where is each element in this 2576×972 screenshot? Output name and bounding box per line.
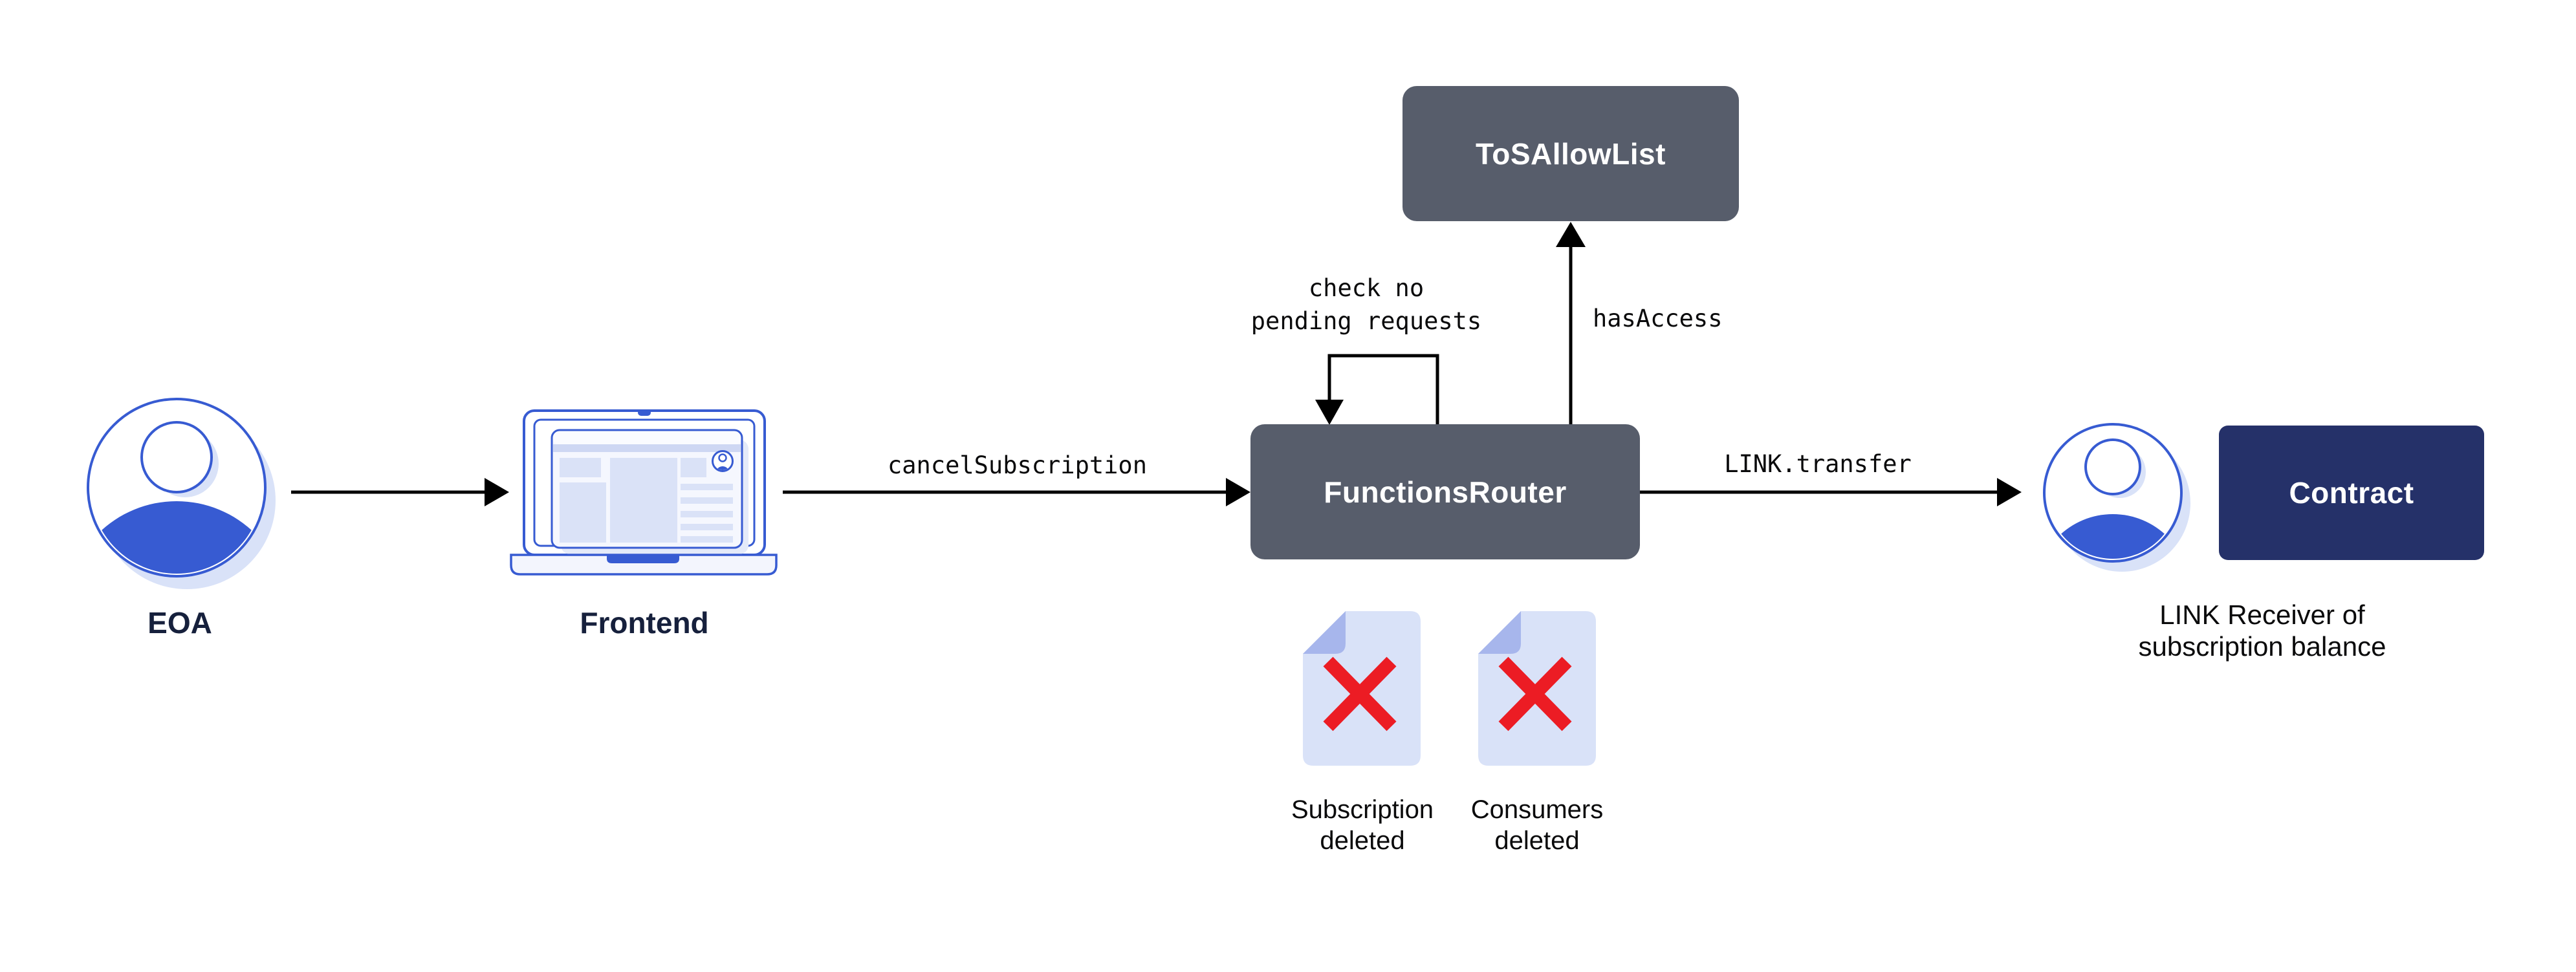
consumers-deleted-document-icon <box>1478 611 1596 766</box>
arrowhead-tos <box>1556 222 1586 247</box>
label-link-receiver-line2: subscription balance <box>2138 631 2386 662</box>
label-link-receiver: LINK Receiver of subscription balance <box>2133 599 2392 662</box>
arrowhead-router <box>1226 478 1250 506</box>
label-eoa: EOA <box>147 606 212 640</box>
arrowhead-self-loop <box>1315 400 1344 425</box>
arrowhead-receiver <box>1997 478 2022 506</box>
label-frontend: Frontend <box>580 606 709 640</box>
edge-label-check-line1: check no <box>1308 274 1424 302</box>
link-receiver-person-avatar-icon <box>2043 423 2190 572</box>
edge-label-check-no-pending-requests: check no pending requests <box>1237 272 1496 338</box>
node-functions-router: FunctionsRouter <box>1250 424 1640 559</box>
label-link-receiver-line1: LINK Receiver of <box>2159 599 2365 630</box>
red-x-icon <box>1323 656 1397 731</box>
edge-label-check-line2: pending requests <box>1250 307 1482 335</box>
node-tos-allow-list-label: ToSAllowList <box>1476 136 1666 171</box>
frontend-laptop-icon <box>510 409 778 576</box>
node-tos-allow-list: ToSAllowList <box>1403 86 1739 221</box>
node-contract-label: Contract <box>2289 476 2414 510</box>
eoa-person-avatar-icon <box>87 398 276 589</box>
subscription-deleted-document-icon <box>1303 611 1421 766</box>
label-consumers-deleted-line2: deleted <box>1494 826 1580 855</box>
edge-label-link-transfer: LINK.transfer <box>1724 450 1912 478</box>
label-subscription-deleted-line1: Subscription <box>1291 795 1434 824</box>
edge-label-has-access: hasAccess <box>1593 305 1723 332</box>
label-subscription-deleted-line2: deleted <box>1320 826 1405 855</box>
node-functions-router-label: FunctionsRouter <box>1324 475 1567 509</box>
label-consumers-deleted-line1: Consumers <box>1470 795 1604 824</box>
label-consumers-deleted: Consumers deleted <box>1434 794 1641 856</box>
red-x-icon <box>1498 656 1572 731</box>
self-loop-check-requests <box>1327 354 1439 425</box>
node-contract: Contract <box>2219 426 2484 560</box>
label-subscription-deleted: Subscription deleted <box>1259 794 1466 856</box>
arrowhead-frontend <box>485 478 509 506</box>
edge-label-cancel-subscription: cancelSubscription <box>888 451 1147 479</box>
browser-user-avatar-icon <box>712 450 734 472</box>
